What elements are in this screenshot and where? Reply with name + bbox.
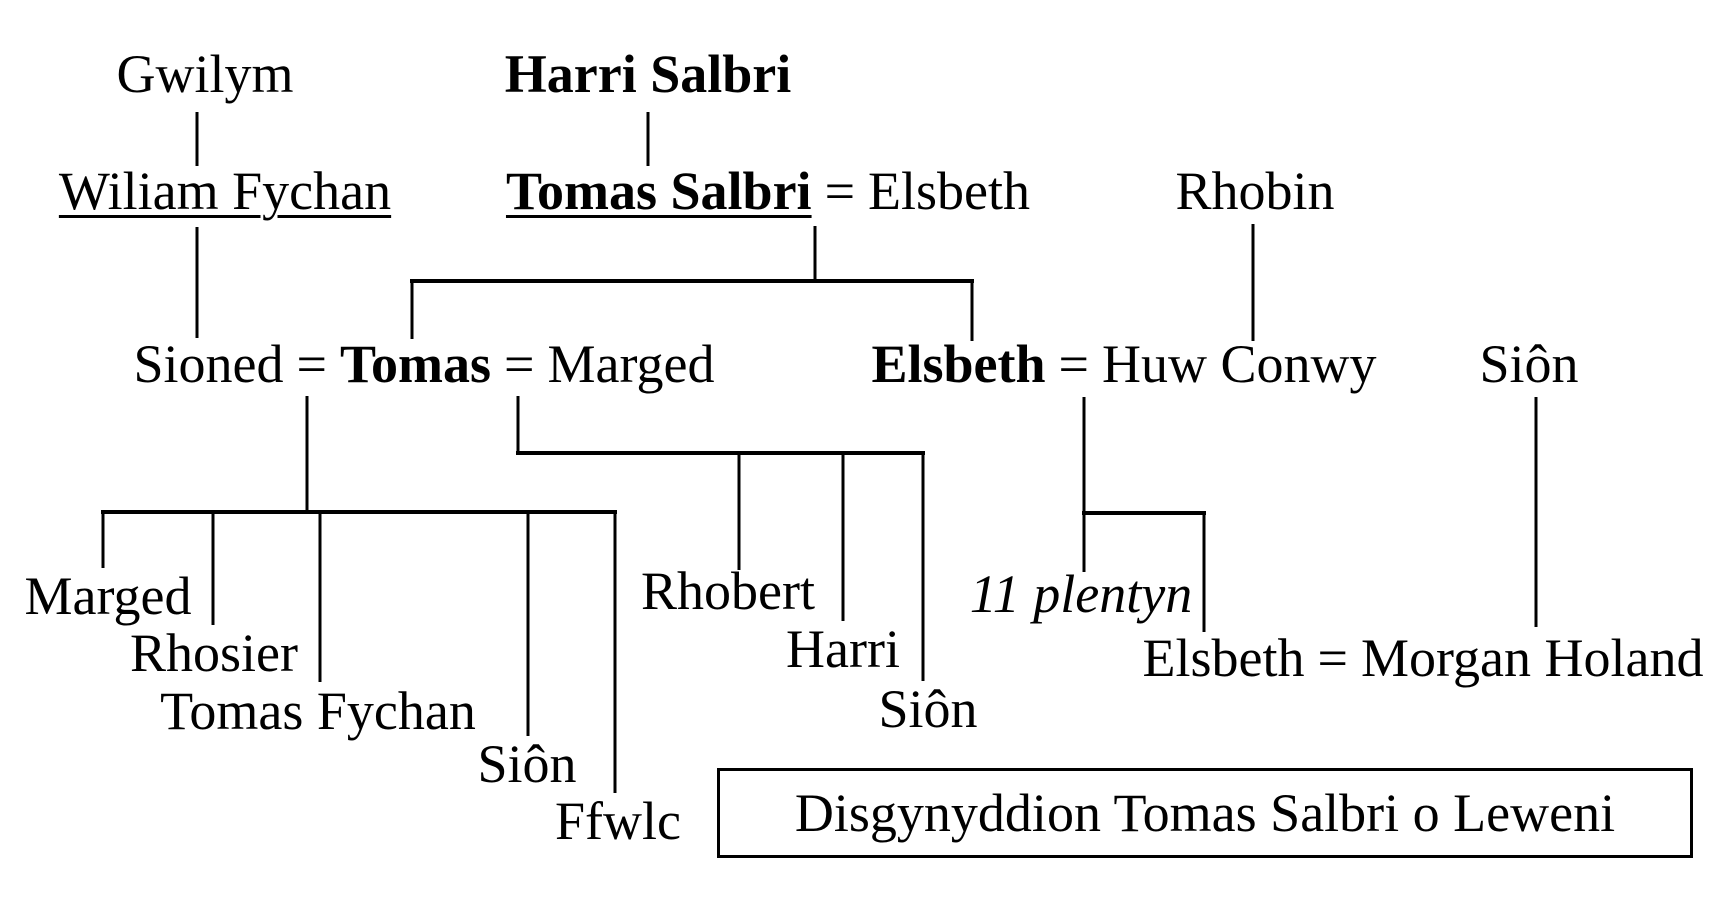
person-rhobert: Rhobert [641,561,815,621]
couple-elsbeth-huw-conwy: Elsbeth=Huw Conwy [871,337,1376,391]
person-elsbeth-younger: Elsbeth [1142,628,1305,688]
marriage-sign: = [504,334,535,394]
person-sioned: Sioned [133,334,284,394]
person-elsbeth: Elsbeth [871,334,1046,394]
marriage-sign: = [1058,334,1090,394]
person-tomas-fychan: Tomas Fychan [160,681,476,741]
person-gwilym: Gwilym [116,44,294,104]
note-eleven-plentyn: 11 plentyn [969,564,1193,624]
person-tomas: Tomas [339,334,492,394]
caption-box: Disgynyddion Tomas Salbri o Leweni [717,768,1693,858]
person-sion-elder: Siôn [1479,334,1579,394]
person-rhobin: Rhobin [1175,161,1335,221]
person-marged-wife: Marged [547,334,715,394]
couple-elsbeth-morgan-holand: Elsbeth=Morgan Holand [1143,631,1704,685]
person-rhosier: Rhosier [130,623,298,683]
person-marged-child: Marged [24,566,192,626]
marriage-sign: = [296,334,327,394]
couple-sioned-tomas-marged: Sioned=Tomas=Marged [134,337,715,391]
person-sion-child-right: Siôn [878,679,978,739]
person-morgan-holand: Morgan Holand [1360,628,1704,688]
marriage-sign: = [824,161,856,221]
person-harri-child: Harri [786,619,900,679]
caption-text: Disgynyddion Tomas Salbri o Leweni [794,783,1616,843]
person-huw-conwy: Huw Conwy [1102,334,1377,394]
person-ffwlc: Ffwlc [555,791,681,851]
person-wiliam-fychan: Wiliam Fychan [58,161,392,221]
couple-tomas-salbri-elsbeth: Tomas Salbri=Elsbeth [506,164,1030,218]
marriage-sign: = [1317,628,1348,688]
person-sion-child-left: Siôn [477,734,577,794]
person-harri-salbri: Harri Salbri [504,44,792,104]
person-elsbeth-elder: Elsbeth [868,161,1031,221]
person-tomas-salbri: Tomas Salbri [505,161,812,221]
